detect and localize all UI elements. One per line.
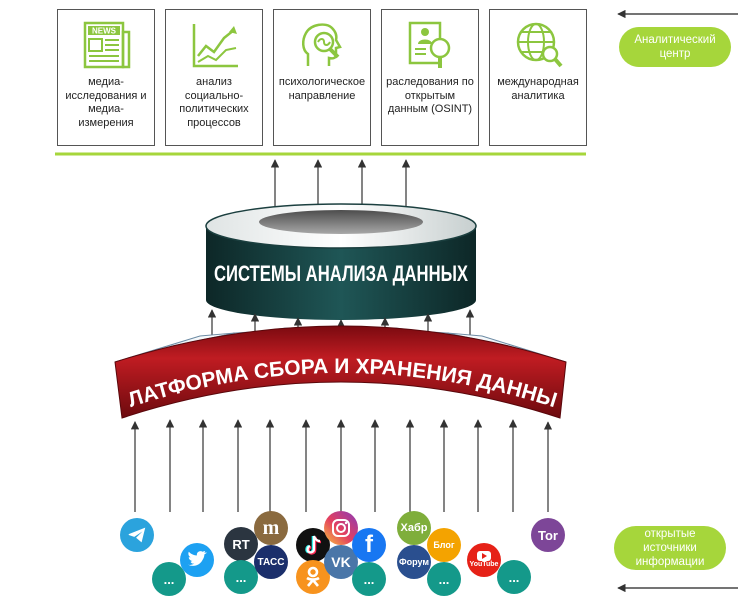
card-sociopolitical: анализ социально-политических процессов bbox=[165, 9, 263, 146]
card-label: анализ социально-политических процессов bbox=[179, 76, 249, 129]
meduza-icon: m bbox=[254, 511, 288, 545]
growth-chart-icon bbox=[192, 24, 238, 68]
input-arrows bbox=[130, 419, 553, 512]
ellipsis-icon: ... bbox=[152, 562, 186, 596]
systems-title: СИСТЕМЫ АНАЛИЗА ДАННЫХ bbox=[214, 261, 468, 286]
twitter-icon bbox=[180, 543, 214, 577]
analytics-center-label: Аналитический центр bbox=[619, 27, 731, 67]
ellipsis-icon: ... bbox=[224, 560, 258, 594]
card-media-research: NEWS медиа-исследования и медиа-измерени… bbox=[57, 9, 155, 146]
blog-icon: Блог bbox=[427, 528, 461, 562]
telegram-icon bbox=[120, 518, 154, 552]
card-label: психологическое направление bbox=[278, 76, 366, 102]
ellipsis-icon: ... bbox=[497, 560, 531, 594]
news-badge: NEWS bbox=[92, 27, 117, 36]
card-label: медиа-исследования и медиа-измерения bbox=[65, 76, 147, 129]
forum-icon: Форум bbox=[397, 545, 431, 579]
head-magnifier-icon bbox=[302, 23, 342, 66]
data-analysis-systems: СИСТЕМЫ АНАЛИЗА ДАННЫХ bbox=[205, 203, 477, 320]
rt-icon: RT bbox=[224, 527, 258, 561]
card-psychology: психологическое направление bbox=[273, 9, 371, 146]
facebook-icon: f bbox=[352, 528, 386, 562]
newspaper-icon: NEWS bbox=[83, 21, 131, 69]
card-international: международная аналитика bbox=[489, 9, 587, 146]
tass-icon: ТАСС bbox=[254, 545, 288, 579]
card-label: международная аналитика bbox=[497, 76, 579, 102]
card-label: раследования по открытым данным (OSINT) bbox=[386, 76, 474, 115]
ellipsis-icon: ... bbox=[352, 562, 386, 596]
youtube-icon: YouTube bbox=[467, 543, 501, 577]
tor-icon: Tor bbox=[531, 518, 565, 552]
open-sources-label: открытые источники информации bbox=[614, 526, 726, 570]
ellipsis-icon: ... bbox=[427, 562, 461, 596]
youtube-label: YouTube bbox=[469, 561, 499, 568]
globe-search-icon bbox=[516, 22, 563, 68]
document-search-icon bbox=[408, 21, 451, 68]
card-osint: раследования по открытым данным (OSINT) bbox=[381, 9, 479, 146]
habr-icon: Хабр bbox=[397, 511, 431, 545]
